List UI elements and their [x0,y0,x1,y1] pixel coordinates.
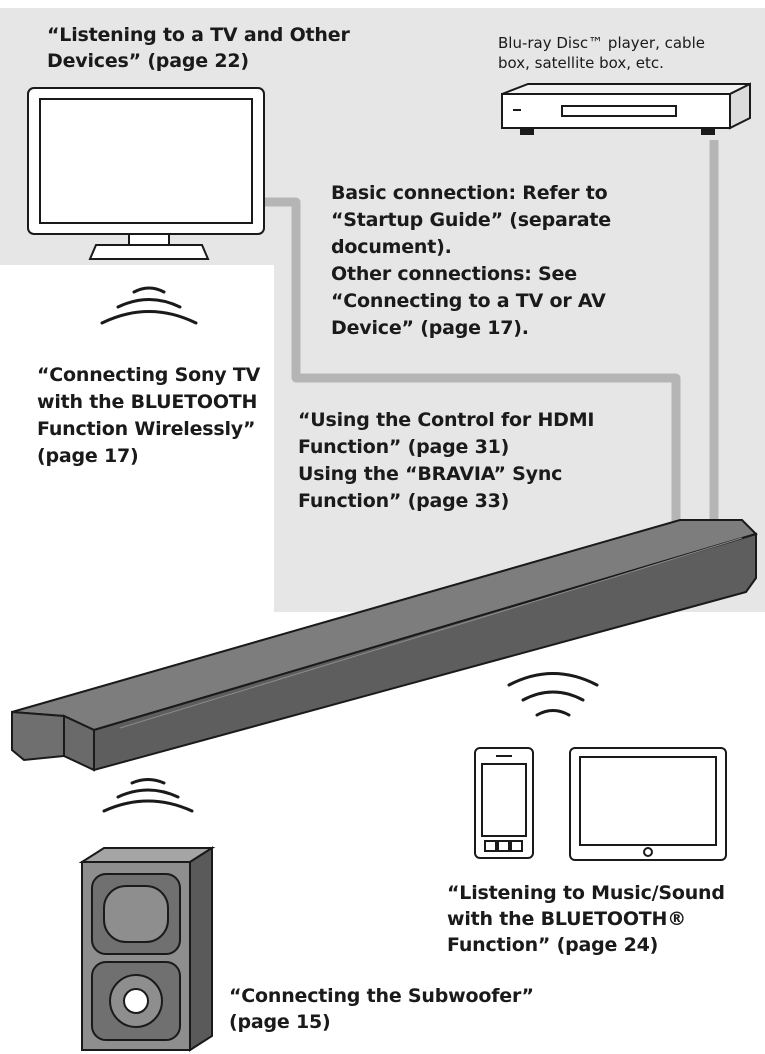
hdmi-control-line-4: Function” (page 33) [298,490,510,512]
tv-section-line-2: Devices” (page 22) [47,50,249,72]
wireless-wave-icon [507,672,599,717]
tv-section-label: “Listening to a TV and Other Devices” (p… [47,22,350,74]
subwoofer-label: “Connecting the Subwoofer” (page 15) [229,983,534,1035]
hdmi-control-line-3: Using the “BRAVIA” Sync [298,463,563,485]
subwoofer-line-2: (page 15) [229,1011,331,1033]
tv-section-line-1: “Listening to a TV and Other [47,24,350,46]
hdmi-control-label: “Using the Control for HDMI Function” (p… [298,407,595,515]
player-note: Blu-ray Disc™ player, cable box, satelli… [498,33,705,73]
subwoofer-icon [78,846,216,1052]
connection-note-line-5: “Connecting to a TV or AV [331,290,606,312]
connection-note: Basic connection: Refer to “Startup Guid… [331,180,611,342]
sony-tv-bluetooth-line-2: with the BLUETOOTH [37,391,258,413]
soundbar-icon [11,519,758,772]
hdmi-control-line-2: Function” (page 31) [298,436,510,458]
bluetooth-music-line-2: with the BLUETOOTH® [447,908,687,930]
connection-note-line-2: “Startup Guide” (separate [331,209,611,231]
connection-note-line-4: Other connections: See [331,263,577,285]
hdmi-control-line-1: “Using the Control for HDMI [298,409,595,431]
sony-tv-bluetooth-label: “Connecting Sony TV with the BLUETOOTH F… [37,362,260,470]
bluetooth-music-line-3: Function” (page 24) [447,934,659,956]
player-note-line-2: box, satellite box, etc. [498,54,664,72]
sony-tv-bluetooth-line-1: “Connecting Sony TV [37,364,261,386]
bluetooth-music-line-1: “Listening to Music/Sound [447,882,725,904]
tablet-icon [569,747,727,861]
bluetooth-music-label: “Listening to Music/Sound with the BLUET… [447,880,725,958]
subwoofer-line-1: “Connecting the Subwoofer” [229,985,534,1007]
connection-note-line-3: document). [331,236,452,258]
player-icon [501,82,751,135]
sony-tv-bluetooth-line-4: (page 17) [37,445,139,467]
player-note-line-1: Blu-ray Disc™ player, cable [498,34,705,52]
smartphone-icon [474,747,534,859]
hdmi-cable-tv [262,197,681,528]
wireless-wave-icon [100,286,198,325]
wireless-wave-icon [102,778,194,813]
tv-icon [27,87,265,260]
connection-note-line-6: Device” (page 17). [331,317,529,339]
sony-tv-bluetooth-line-3: Function Wirelessly” [37,418,256,440]
connection-note-line-1: Basic connection: Refer to [331,182,608,204]
